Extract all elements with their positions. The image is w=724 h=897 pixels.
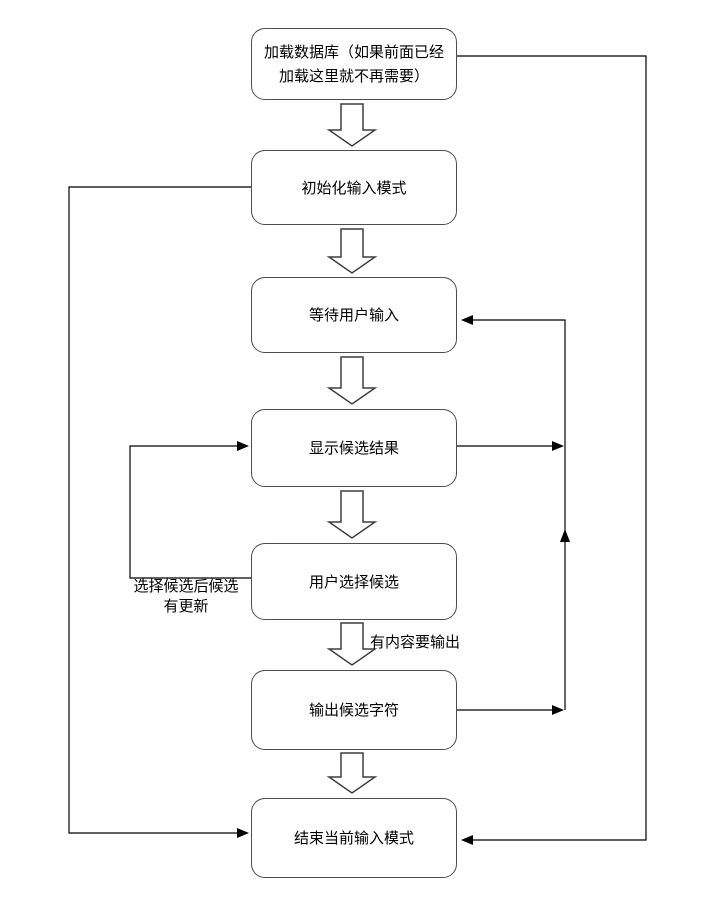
connector-output-to-junction bbox=[457, 705, 564, 715]
node-load-database: 加载数据库（如果前面已经加载这里就不再需要） bbox=[251, 28, 457, 100]
node-show-candidates: 显示候选结果 bbox=[251, 409, 457, 487]
arrowhead-right-icon bbox=[237, 441, 249, 451]
arrowhead-right-icon bbox=[552, 441, 564, 451]
arrowhead-left-icon bbox=[461, 315, 473, 325]
edge-label-loop-update: 选择候选后候选 有更新 bbox=[126, 576, 246, 616]
connector-junction-to-waitinput bbox=[461, 315, 570, 710]
arrowhead-right-icon bbox=[552, 705, 564, 715]
node-select-candidate: 用户选择候选 bbox=[251, 543, 457, 620]
edge-label-loop-update-line1: 选择候选后候选 bbox=[133, 577, 239, 595]
block-down-arrow-4 bbox=[326, 490, 378, 539]
edge-label-output-condition: 有内容要输出 bbox=[370, 633, 461, 651]
block-down-arrow-6 bbox=[326, 752, 378, 794]
node-wait-user-input: 等待用户输入 bbox=[251, 277, 457, 353]
connector-select-to-show-loop bbox=[129, 441, 251, 579]
connector-loaddb-to-endmode bbox=[457, 55, 647, 845]
block-down-arrow-5 bbox=[326, 622, 378, 666]
connector-show-to-junction bbox=[457, 441, 564, 451]
block-down-arrow-1 bbox=[326, 103, 378, 147]
arrowhead-right-icon bbox=[237, 828, 249, 838]
node-end-input-mode: 结束当前输入模式 bbox=[251, 798, 457, 878]
arrowhead-up-icon bbox=[560, 529, 570, 542]
node-init-input-mode: 初始化输入模式 bbox=[251, 150, 457, 225]
edge-label-loop-update-line2: 有更新 bbox=[163, 597, 209, 615]
arrowhead-left-icon bbox=[461, 835, 473, 845]
block-down-arrow-2 bbox=[326, 228, 378, 274]
connector-initmode-to-endmode bbox=[68, 186, 251, 838]
node-output-candidate-chars: 输出候选字符 bbox=[251, 670, 457, 750]
block-down-arrow-3 bbox=[326, 356, 378, 405]
